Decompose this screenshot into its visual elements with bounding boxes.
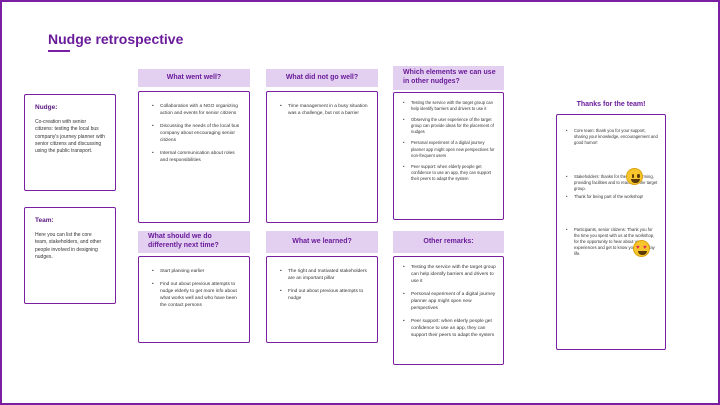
- differently-list: Start planning earlier Find out about pr…: [151, 269, 241, 310]
- list-item: Personal experiment of a digital journey…: [402, 140, 497, 158]
- thanks-list: Core team: thank you for your support, s…: [565, 128, 659, 257]
- list-item: Find out about previous attempts to nudg…: [279, 289, 369, 303]
- list-item: Find out about previous attempts to nudg…: [151, 282, 241, 310]
- page-title: Nudge retrospective: [48, 31, 184, 47]
- thanks-title: Thanks for the team!: [576, 101, 646, 108]
- list-item: Testing the service with the target grou…: [402, 265, 497, 286]
- not-well-header: What did not go well?: [266, 69, 378, 87]
- remarks-list: Testing the service with the target grou…: [402, 265, 497, 340]
- list-item: Discussing the needs of the local bus co…: [151, 124, 241, 145]
- nudge-box: Nudge: Co-creation with senior citizens:…: [24, 94, 116, 191]
- differently-card: Start planning earlier Find out about pr…: [138, 256, 250, 343]
- list-item: Internal communication about roles and r…: [151, 151, 241, 165]
- went-well-card: Collaboration with a NGO organizing acti…: [138, 91, 250, 223]
- list-item: Personal experiment of a digital journey…: [402, 292, 497, 313]
- list-item: Observing the user experience of the tar…: [402, 117, 497, 135]
- list-item: Time management in a busy situation was …: [279, 104, 369, 118]
- remarks-card: Testing the service with the target grou…: [393, 256, 504, 365]
- team-heading: Team:: [35, 217, 54, 224]
- thanks-core-team: Core team: thank you for your support, s…: [565, 128, 659, 146]
- nudge-heading: Nudge:: [35, 104, 58, 111]
- went-well-list: Collaboration with a NGO organizing acti…: [151, 104, 241, 165]
- not-well-list: Time management in a busy situation was …: [279, 104, 369, 118]
- list-item: Peer support: when elderly people get co…: [402, 319, 497, 340]
- grinning-face-icon: [626, 168, 643, 185]
- thanks-workshop: Thank for being part of the workshop!: [565, 194, 659, 200]
- elements-card: Testing the service with the target grou…: [393, 92, 504, 220]
- learned-card: The right and motivated stakeholders are…: [266, 256, 378, 343]
- elements-list: Testing the service with the target grou…: [402, 100, 497, 182]
- team-box: Team: Here you can list the core team, s…: [24, 207, 116, 304]
- learned-list: The right and motivated stakeholders are…: [279, 269, 369, 303]
- thanks-stakeholders: Stakeholders: thanks for the brainstormi…: [565, 174, 659, 192]
- went-well-header: What went well?: [138, 69, 250, 87]
- list-item: The right and motivated stakeholders are…: [279, 269, 369, 283]
- elements-header: Which elements we can use in other nudge…: [393, 66, 504, 90]
- list-item: Testing the service with the target grou…: [402, 100, 497, 112]
- list-item: Collaboration with a NGO organizing acti…: [151, 104, 241, 118]
- list-item: Peer support: when elderly people get co…: [402, 164, 497, 182]
- heart-eyes-face-icon: ♥♥: [633, 240, 650, 257]
- thanks-participants: Participants, senior citizens: Thank you…: [565, 227, 659, 257]
- learned-header: What we learned?: [266, 231, 378, 253]
- differently-header: What should we do differently next time?: [138, 231, 250, 253]
- team-description: Here you can list the core team, stakeho…: [35, 232, 102, 260]
- nudge-description: Co-creation with senior citizens: testin…: [35, 119, 105, 154]
- list-item: Start planning earlier: [151, 269, 241, 276]
- remarks-header: Other remarks:: [393, 231, 504, 253]
- title-underline: [48, 50, 70, 52]
- thanks-card: Core team: thank you for your support, s…: [556, 114, 666, 350]
- not-well-card: Time management in a busy situation was …: [266, 91, 378, 223]
